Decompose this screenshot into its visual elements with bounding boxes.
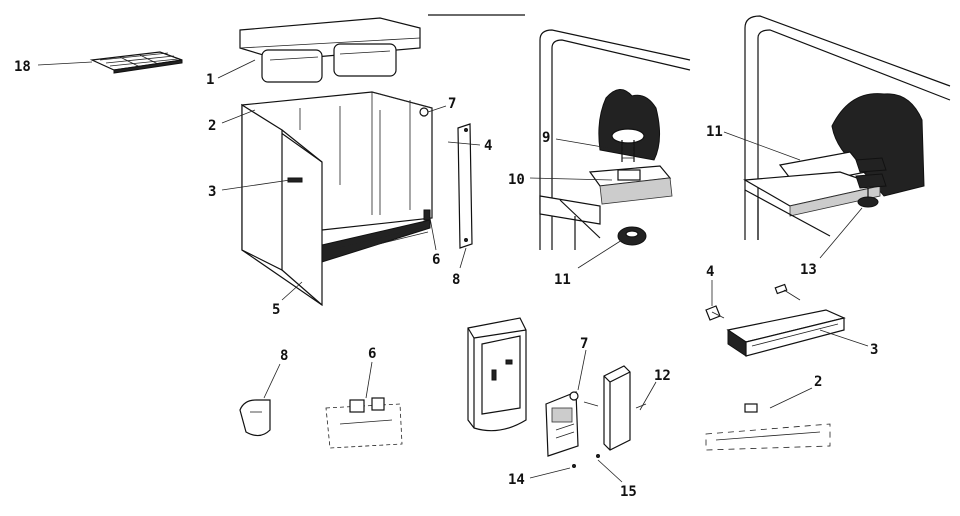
- leader-2: [221, 109, 256, 124]
- leader-8a: [459, 247, 467, 269]
- cabinet-box-part: [241, 91, 433, 307]
- callout-7: 7: [448, 96, 456, 112]
- leader-13: [819, 207, 863, 259]
- leader-5: [281, 281, 303, 301]
- adjustable-foot-assembly: [743, 15, 951, 240]
- callout-8-bottom: 8: [280, 348, 288, 364]
- bracket-part: [239, 399, 271, 437]
- callout-11-right: 11: [706, 124, 723, 140]
- leader-15: [597, 459, 623, 483]
- leader-2b: [769, 387, 813, 409]
- callout-7-bottom: 7: [580, 336, 588, 352]
- thermostat-housing-part: [467, 317, 527, 432]
- callout-18: 18: [14, 59, 31, 75]
- shelf-rack-part: [89, 51, 183, 74]
- leader-9: [555, 138, 621, 151]
- callout-10: 10: [508, 172, 525, 188]
- door-handle-part: [726, 283, 846, 357]
- ice-tray-part: [239, 17, 421, 83]
- callout-12: 12: [654, 368, 671, 384]
- leader-6a: [429, 217, 437, 251]
- leader-7a: [427, 105, 447, 113]
- leader-11b: [723, 131, 801, 161]
- callout-4-right: 4: [706, 264, 714, 280]
- hinge-part: [705, 403, 831, 451]
- leader-3b: [819, 329, 869, 347]
- thermostat-control-part: [545, 365, 647, 468]
- callout-14: 14: [508, 472, 525, 488]
- leader-14: [529, 467, 571, 479]
- leader-4a: [447, 141, 481, 146]
- callout-2-right: 2: [814, 374, 822, 390]
- callout-1: 1: [206, 72, 214, 88]
- leveling-foot-assembly: [539, 29, 691, 250]
- leader-8b: [263, 363, 281, 399]
- callout-2: 2: [208, 118, 216, 134]
- leader-6b: [365, 361, 373, 399]
- leader-7b: [577, 349, 587, 391]
- leader-12: [639, 381, 657, 411]
- callout-11: 11: [554, 272, 571, 288]
- leader-10: [529, 177, 613, 181]
- callout-3-right: 3: [870, 342, 878, 358]
- leader-1: [217, 59, 256, 79]
- screw-part: [705, 305, 725, 321]
- callout-8: 8: [452, 272, 460, 288]
- leader-11a: [577, 239, 623, 269]
- leader-18: [37, 61, 93, 66]
- callout-6: 6: [432, 252, 440, 268]
- callout-9: 9: [542, 130, 550, 146]
- callout-15: 15: [620, 484, 637, 500]
- callout-4: 4: [484, 138, 492, 154]
- vertical-strip-part: [457, 123, 473, 249]
- callout-5: 5: [272, 302, 280, 318]
- callout-6-bottom: 6: [368, 346, 376, 362]
- callout-13: 13: [800, 262, 817, 278]
- leader-3: [221, 179, 291, 191]
- hinge-block-part: [325, 397, 403, 449]
- callout-3: 3: [208, 184, 216, 200]
